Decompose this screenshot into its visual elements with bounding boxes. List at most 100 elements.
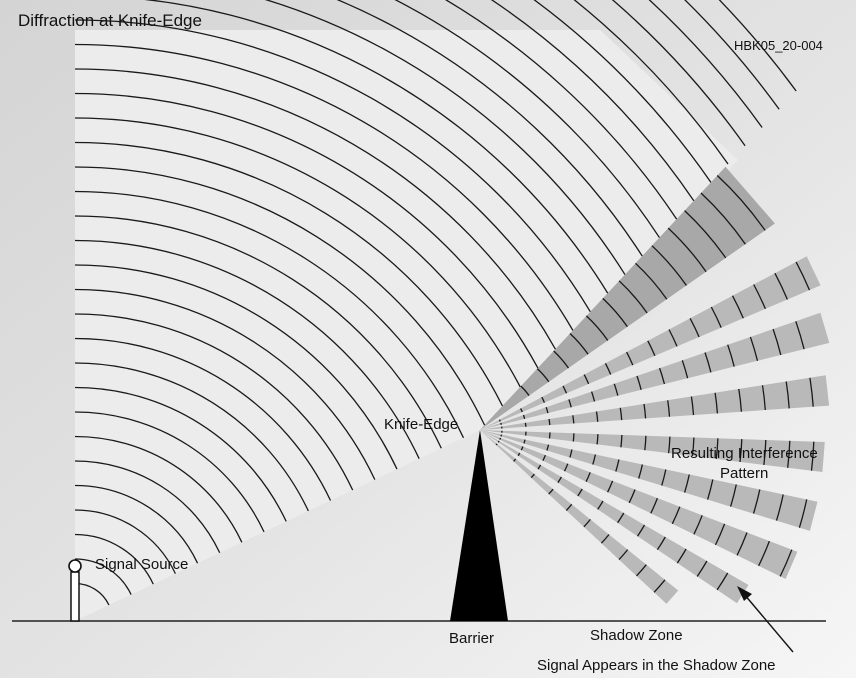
beam-wavefront-arc	[568, 399, 572, 408]
wavefront-arc	[74, 215, 442, 449]
wavefront-arc	[444, 0, 678, 220]
wavefront-arc	[74, 19, 591, 313]
beam-wavefront-arc	[739, 439, 743, 462]
beam-wavefront-arc	[548, 418, 551, 426]
wavefront-arc	[74, 386, 287, 522]
beam-wavefront-arc	[681, 360, 689, 379]
beam-wavefront-arc	[638, 464, 644, 479]
beam-wavefront-arc	[524, 422, 527, 427]
beam-wavefront-arc	[693, 515, 703, 535]
beam-wavefront-arc	[500, 422, 502, 425]
beam-wavefront-arc	[736, 532, 748, 556]
beam-wavefront-arc	[585, 472, 591, 482]
beam-wavefront-arc	[572, 433, 575, 442]
barrier-label: Barrier	[449, 630, 494, 647]
wavefront-arc	[74, 411, 265, 533]
beam-wavefront-arc	[758, 540, 771, 567]
beam-wavefront-arc	[619, 407, 623, 421]
signal-source-label: Signal Source	[95, 556, 188, 573]
beam-wavefront-arc	[706, 479, 714, 500]
beam-wavefront-arc	[600, 534, 610, 544]
beam-wavefront-arc	[636, 375, 642, 390]
beam-wavefront-arc	[729, 484, 737, 507]
wavefront-arc	[648, 0, 763, 128]
beam-wavefront-arc	[572, 415, 575, 424]
beam-wavefront-arc	[620, 434, 623, 448]
wavefront-arc	[490, 0, 695, 202]
beam-wavefront-arc	[714, 392, 719, 414]
wavefront-arc	[394, 0, 660, 238]
beam-wavefront-arc	[613, 383, 619, 396]
beam-wavefront-arc	[617, 512, 625, 524]
beam-wavefront-arc	[536, 368, 550, 383]
shadow-zone-arrow	[737, 586, 794, 653]
beam-wavefront-arc	[810, 441, 815, 471]
beam-wavefront-arc	[795, 261, 811, 291]
beam-wavefront-arc	[658, 367, 666, 385]
beam-wavefront-arc	[635, 262, 668, 300]
wavefront-arc	[264, 0, 626, 275]
beam-wavefront-arc	[513, 458, 517, 462]
wavefront-arc	[74, 239, 420, 459]
wavefront-arc	[74, 533, 154, 585]
beam-wavefront-arc	[537, 464, 542, 470]
diffracted-beam	[480, 430, 818, 531]
beam-wavefront-arc	[752, 489, 761, 514]
beam-wavefront-arc	[592, 454, 597, 465]
wavefront-arc	[533, 0, 712, 183]
beam-wavefront-arc	[671, 506, 681, 525]
wavefront-arc	[74, 337, 332, 501]
beam-wavefront-arc	[604, 362, 612, 375]
beam-wavefront-arc	[563, 463, 569, 472]
beam-wavefront-arc	[809, 377, 814, 407]
diffracted-beam	[480, 166, 775, 430]
beam-wavefront-arc	[716, 175, 766, 231]
beam-wavefront-arc	[676, 548, 687, 564]
beam-wavefront-arc	[651, 245, 687, 286]
wavefront-arc	[74, 190, 465, 439]
beam-wavefront-arc	[787, 440, 791, 468]
beam-wavefront-arc	[597, 500, 604, 510]
beam-wavefront-arc	[714, 523, 726, 546]
beam-wavefront-arc	[689, 317, 700, 338]
beam-wavefront-arc	[626, 351, 634, 366]
wavefront-arc	[74, 313, 354, 491]
diffracted-beam	[480, 312, 830, 430]
beam-wavefront-arc	[667, 227, 707, 273]
barrier-shape	[450, 430, 508, 621]
wavefront-arc	[74, 141, 504, 407]
beam-wavefront-arc	[775, 494, 784, 521]
beam-wavefront-arc	[690, 396, 695, 416]
diffracted-beam	[480, 430, 749, 604]
beam-wavefront-arc	[774, 272, 788, 300]
beam-wavefront-arc	[557, 476, 562, 483]
beam-wavefront-arc	[650, 497, 659, 514]
beam-wavefront-arc	[546, 444, 550, 451]
wavefront-arc	[74, 117, 521, 388]
beam-wavefront-arc	[548, 432, 551, 439]
wavefront-arc	[74, 460, 221, 554]
beam-wavefront-arc	[541, 396, 545, 403]
beam-wavefront-arc	[779, 549, 793, 577]
wavefront-arc	[74, 264, 398, 470]
wavefront-arc	[74, 68, 556, 350]
beam-wavefront-arc	[798, 499, 808, 528]
beam-wavefront-arc	[731, 295, 744, 319]
beam-wavefront-arc	[667, 436, 671, 454]
beam-wavefront-arc	[618, 280, 648, 314]
beam-wavefront-arc	[618, 549, 629, 561]
beam-wavefront-arc	[590, 391, 596, 402]
beam-wavefront-arc	[577, 488, 583, 497]
figure-id: HBK05_20-004	[734, 38, 823, 53]
beam-wavefront-arc	[653, 579, 666, 593]
wavefront-arc	[336, 0, 643, 257]
diagram-title: Diffraction at Knife-Edge	[18, 11, 202, 30]
beam-wavefront-arc	[795, 321, 805, 350]
beam-wavefront-arc	[602, 297, 628, 328]
beam-wavefront-arc	[583, 374, 590, 385]
beam-wavefront-arc	[583, 518, 591, 528]
interference-label-line1: Resulting Interference	[671, 445, 818, 462]
wavefronts	[74, 0, 797, 606]
beam-wavefront-arc	[772, 328, 782, 356]
